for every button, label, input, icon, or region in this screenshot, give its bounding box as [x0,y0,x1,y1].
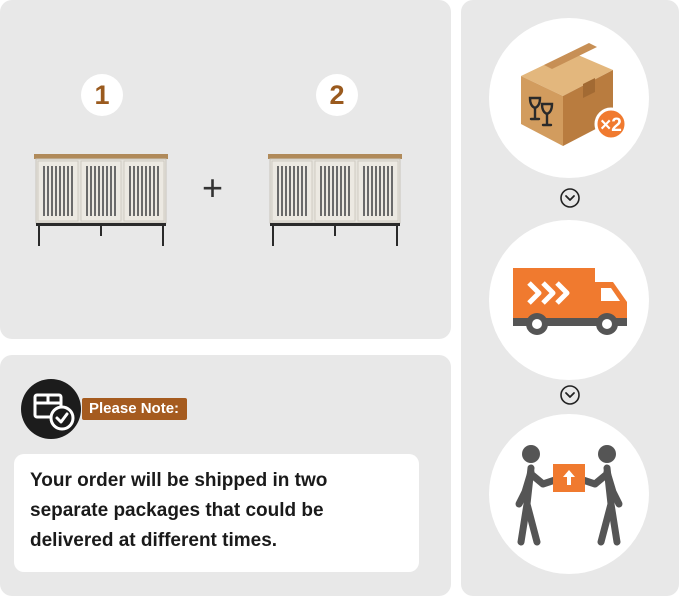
handover-icon [515,445,623,546]
delivery-step-circle [489,220,649,380]
handover-step-circle [489,414,649,574]
package-number-2-badge: 2 [316,74,358,116]
sideboard-image-1 [34,154,168,246]
chevron-down-icon [560,188,580,208]
package-step-circle: ×2 [489,18,649,178]
chevron-down-icon [560,385,580,405]
package-number-1-badge: 1 [81,74,123,116]
shipping-message-box: Your order will be shipped in two separa… [14,454,419,572]
plus-sign: + [202,167,224,208]
message-line-3: delivered at different times. [30,530,278,551]
message-line-2: separate packages that could be [30,500,324,521]
delivery-truck-icon [513,268,627,335]
package-count-label: ×2 [600,115,622,136]
box-icon: ×2 [521,43,628,146]
sideboard-image-2 [268,154,402,246]
package-check-icon [21,379,81,439]
please-note-label: Please Note: [82,398,188,420]
message-line-1: Your order will be shipped in two [30,470,328,491]
